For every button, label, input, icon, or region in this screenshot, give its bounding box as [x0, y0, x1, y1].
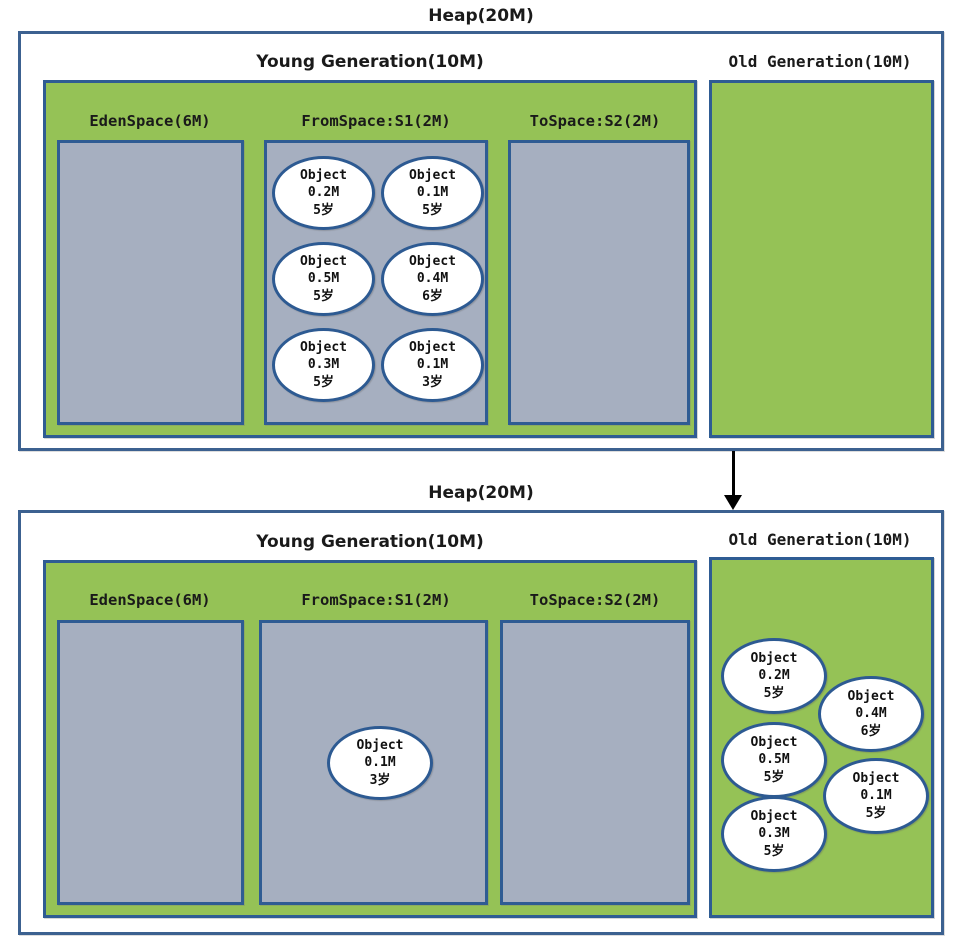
eden-space-label-after: EdenSpace(6M): [89, 591, 211, 609]
to-space-box-before: [508, 140, 690, 425]
object-age: 5岁: [763, 769, 785, 785]
heap-title-before: Heap(20M): [428, 6, 534, 26]
object-name: Object: [847, 689, 895, 705]
object-ellipse: Object 0.3M 5岁: [721, 796, 827, 872]
object-name: Object: [409, 340, 456, 356]
object-size: 0.5M: [758, 752, 790, 768]
heap-title-after: Heap(20M): [428, 483, 534, 503]
young-generation-title-before: Young Generation(10M): [256, 52, 484, 72]
from-space-label-after: FromSpace:S1(2M): [301, 591, 451, 609]
object-age: 5岁: [763, 843, 785, 859]
object-size: 0.1M: [416, 357, 449, 373]
object-age: 5岁: [422, 202, 443, 218]
object-size: 0.2M: [307, 185, 340, 201]
object-age: 3岁: [422, 374, 443, 390]
object-size: 0.4M: [416, 271, 449, 287]
object-name: Object: [356, 738, 404, 754]
eden-space-label-before: EdenSpace(6M): [89, 112, 211, 130]
object-size: 0.3M: [758, 826, 790, 842]
object-ellipse: Object 0.1M 3岁: [327, 726, 433, 800]
object-ellipse: Object 0.3M 5岁: [272, 328, 375, 402]
to-space-label-after: ToSpace:S2(2M): [529, 591, 661, 609]
object-ellipse: Object 0.2M 5岁: [721, 638, 827, 714]
young-generation-title-after: Young Generation(10M): [256, 532, 484, 552]
object-ellipse: Object 0.4M 6岁: [381, 242, 484, 316]
from-space-label-before: FromSpace:S1(2M): [301, 112, 451, 130]
object-name: Object: [750, 809, 798, 825]
eden-space-box-before: [57, 140, 244, 425]
object-age: 3岁: [369, 772, 391, 788]
object-name: Object: [852, 771, 900, 787]
object-name: Object: [300, 254, 347, 270]
promotion-arrow-head: [724, 495, 742, 510]
object-ellipse: Object 0.4M 6岁: [818, 676, 924, 752]
object-name: Object: [750, 651, 798, 667]
object-age: 5岁: [313, 202, 334, 218]
object-name: Object: [409, 168, 456, 184]
object-age: 5岁: [763, 685, 785, 701]
object-size: 0.4M: [855, 706, 887, 722]
old-generation-box-before: [709, 80, 934, 438]
object-name: Object: [300, 340, 347, 356]
object-age: 5岁: [313, 374, 334, 390]
eden-space-box-after: [57, 620, 244, 905]
object-size: 0.1M: [860, 788, 892, 804]
object-age: 5岁: [865, 805, 887, 821]
object-ellipse: Object 0.2M 5岁: [272, 156, 375, 230]
object-size: 0.5M: [307, 271, 340, 287]
object-size: 0.2M: [758, 668, 790, 684]
object-size: 0.1M: [416, 185, 449, 201]
old-generation-title-before: Old Generation(10M): [728, 52, 912, 71]
object-name: Object: [300, 168, 347, 184]
object-ellipse: Object 0.5M 5岁: [721, 722, 827, 798]
object-size: 0.1M: [364, 755, 396, 771]
object-ellipse: Object 0.5M 5岁: [272, 242, 375, 316]
object-name: Object: [750, 735, 798, 751]
old-generation-title-after: Old Generation(10M): [728, 530, 912, 549]
to-space-box-after: [500, 620, 690, 905]
object-size: 0.3M: [307, 357, 340, 373]
object-age: 6岁: [422, 288, 443, 304]
object-age: 6岁: [860, 723, 882, 739]
to-space-label-before: ToSpace:S2(2M): [529, 112, 661, 130]
object-ellipse: Object 0.1M 5岁: [381, 156, 484, 230]
object-name: Object: [409, 254, 456, 270]
promotion-arrow-line: [732, 451, 735, 498]
object-ellipse: Object 0.1M 3岁: [381, 328, 484, 402]
object-age: 5岁: [313, 288, 334, 304]
object-ellipse: Object 0.1M 5岁: [823, 758, 929, 834]
